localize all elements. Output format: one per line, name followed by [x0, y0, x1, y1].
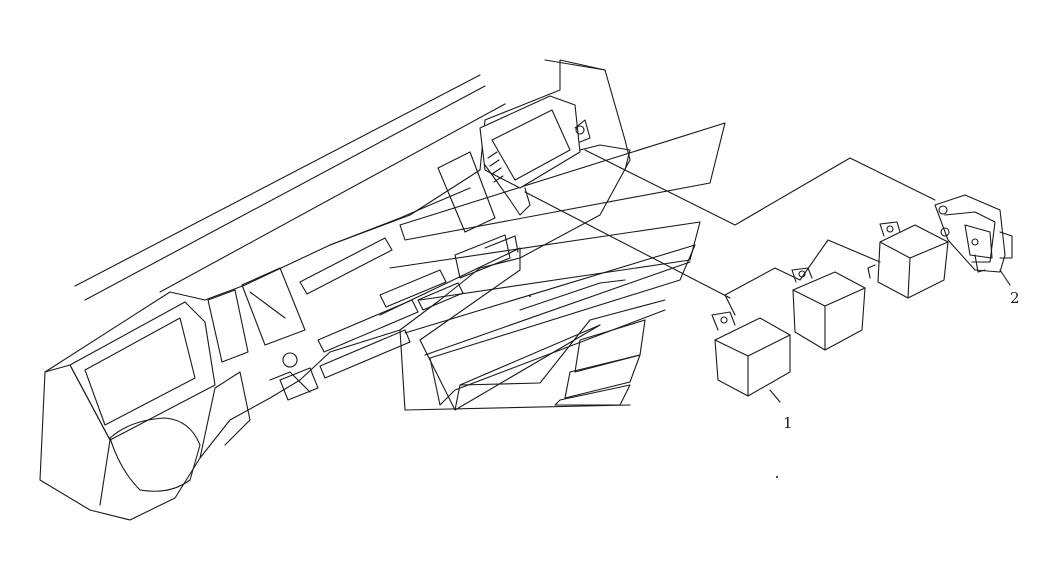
center-vent-left: [207, 289, 249, 363]
relay-3: [867, 221, 949, 299]
dashboard-top-edge-4: [544, 59, 606, 71]
lower-shroud: [44, 364, 111, 506]
center-vent-slat: [249, 291, 286, 319]
center-vent-right: [241, 267, 306, 346]
switch-unit-bolt-3: [971, 238, 979, 246]
relay-1-tab: [711, 311, 736, 331]
switch-unit: [934, 194, 1013, 273]
control-unit-face: [491, 109, 571, 181]
relay-3-edge: [907, 257, 911, 299]
glovebox-chevron-6: [459, 299, 666, 386]
relay-1-body: [714, 317, 791, 397]
dashboard-top-edge: [74, 74, 481, 287]
relay-2-body: [792, 271, 866, 351]
glovebox-plate-2: [564, 354, 641, 399]
glovebox-lower-edge: [404, 404, 631, 411]
glovebox-chevron-3: [404, 244, 696, 406]
control-unit-mount: [579, 144, 631, 171]
glovebox-inner: [454, 324, 601, 411]
wire-to-relays: [524, 191, 731, 299]
lower-console-box: [279, 367, 319, 401]
relay-3-tab: [879, 221, 901, 237]
climate-slot-1: [317, 299, 419, 353]
control-unit-connectors: [487, 151, 504, 183]
leader-2: [999, 269, 1011, 286]
climate-slot-3: [417, 282, 464, 311]
lower-console-slot: [319, 329, 411, 379]
relay-3-pin: [867, 264, 876, 279]
dashboard-top-edge-2: [84, 85, 486, 301]
control-unit-housing: [479, 95, 581, 189]
relay-1-hole: [720, 316, 728, 324]
control-unit-bolt: [575, 125, 585, 135]
callout-2: 2: [1010, 289, 1020, 307]
relay-3-body: [877, 224, 949, 299]
glovebox-plate-1: [574, 319, 646, 373]
wire-to-switch: [584, 149, 936, 226]
dashboard-outline: [39, 59, 631, 521]
glovebox-chevron-1: [399, 122, 726, 241]
control-unit-bracket: [484, 164, 531, 216]
switch-unit-housing: [964, 224, 993, 259]
speck-2: [529, 295, 531, 297]
steering-column-cut: [109, 417, 201, 492]
panel-divider-1: [329, 187, 471, 246]
leader-lines: [524, 149, 1011, 403]
console-bracket: [454, 234, 511, 279]
relay-2-tab: [791, 267, 813, 283]
instrument-window: [84, 317, 196, 426]
speck: [776, 476, 778, 478]
glovebox-chevron-2: [389, 221, 701, 301]
top-display: [437, 151, 496, 233]
knob: [282, 352, 298, 368]
radio-slot: [299, 237, 393, 295]
glovebox-chevron-4: [424, 261, 691, 356]
switch-unit-bolt-2: [940, 227, 950, 237]
relay-3-hole: [886, 225, 894, 233]
climate-slot-2: [379, 269, 447, 308]
glovebox-left: [399, 329, 406, 411]
glovebox-chevron-5: [439, 309, 666, 406]
knee-panel: [199, 371, 251, 459]
control-unit-tab: [574, 119, 591, 143]
glovebox-mid: [519, 279, 626, 311]
glovebox-plate-3: [554, 384, 631, 406]
relay-1: [711, 311, 791, 397]
relay-2: [791, 267, 866, 351]
switch-unit-bracket: [944, 211, 996, 263]
leader-1: [769, 389, 781, 403]
glovebox-frame: [379, 247, 601, 411]
panel-divider-2: [269, 371, 311, 393]
dashboard-top-edge-3: [159, 103, 506, 293]
switch-unit-connector: [999, 231, 1013, 259]
console-bracket-2: [484, 235, 519, 253]
wire-relay-1: [724, 294, 736, 316]
wire-relay-bus: [724, 239, 881, 296]
dashboard: [39, 59, 726, 521]
switch-unit-leg: [974, 254, 986, 273]
switch-unit-bolt-1: [938, 205, 948, 215]
callout-1: 1: [783, 414, 793, 432]
